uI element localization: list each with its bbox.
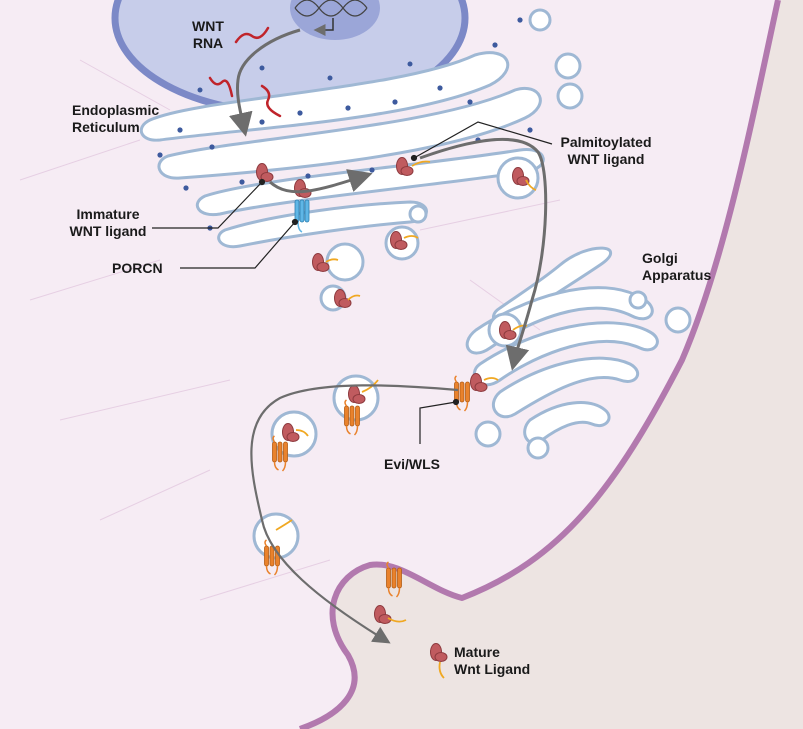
wnt-rna bbox=[208, 26, 282, 118]
transcription-arrow bbox=[229, 28, 301, 137]
plasma-membrane bbox=[299, 0, 781, 729]
cytoskeleton-fibers bbox=[19, 59, 561, 601]
secretion-pathway-arrow bbox=[250, 384, 459, 644]
label-porcn: PORCN bbox=[112, 260, 163, 276]
er-transport-arrow bbox=[268, 169, 373, 194]
extracellular-space bbox=[300, 0, 803, 729]
porcn-protein bbox=[294, 199, 310, 233]
dna-icon bbox=[294, 0, 368, 17]
lipid-tails bbox=[325, 160, 537, 301]
leader-lines bbox=[152, 121, 553, 444]
ribosomes bbox=[157, 17, 533, 231]
label-evi-wls: Evi/WLS bbox=[384, 456, 441, 472]
er-to-golgi-arrow bbox=[419, 137, 548, 371]
